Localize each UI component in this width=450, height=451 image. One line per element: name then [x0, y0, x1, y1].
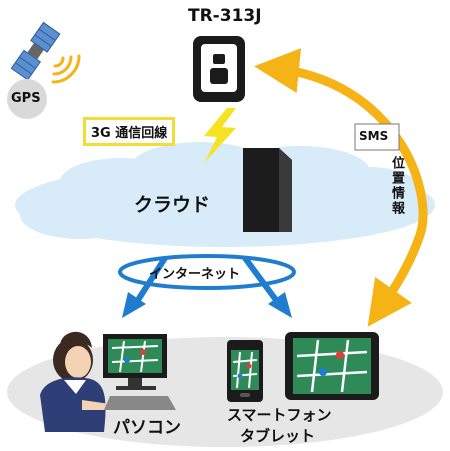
smartphone-icon [227, 340, 263, 402]
gps-label: GPS [11, 91, 41, 106]
internet-arrow-right [242, 256, 279, 302]
server-icon [243, 148, 292, 232]
internet-label: インターネット [149, 267, 241, 282]
location-info-label: 位置情報 [389, 156, 404, 216]
sms-envelope [354, 123, 400, 151]
gps-badge [7, 79, 47, 119]
internet-arrow-left-head [122, 292, 146, 318]
gps-tracker-device-icon [193, 36, 245, 102]
satellite-icon [10, 21, 61, 81]
sms-label: SMS [359, 129, 389, 143]
pc-label: パソコン [113, 418, 181, 438]
mobile-label-line1: スマートフォン [227, 406, 332, 424]
location-sms-arrow [254, 48, 428, 327]
device-label: TR-313J [188, 6, 262, 26]
mobile-label-line2: タブレット [240, 427, 316, 445]
lightning-bolt-icon [204, 108, 236, 162]
signal-waves-icon [51, 54, 81, 84]
cloud-shape [15, 142, 435, 247]
office-worker-icon [40, 331, 110, 432]
tablet-icon [285, 332, 379, 400]
internet-arrow-right-head [268, 292, 292, 318]
network-label: 3G 通信回線 [83, 117, 176, 146]
desktop-computer-icon [103, 334, 176, 410]
cloud-label: クラウド [134, 194, 211, 216]
internet-arrow-left [135, 256, 168, 302]
